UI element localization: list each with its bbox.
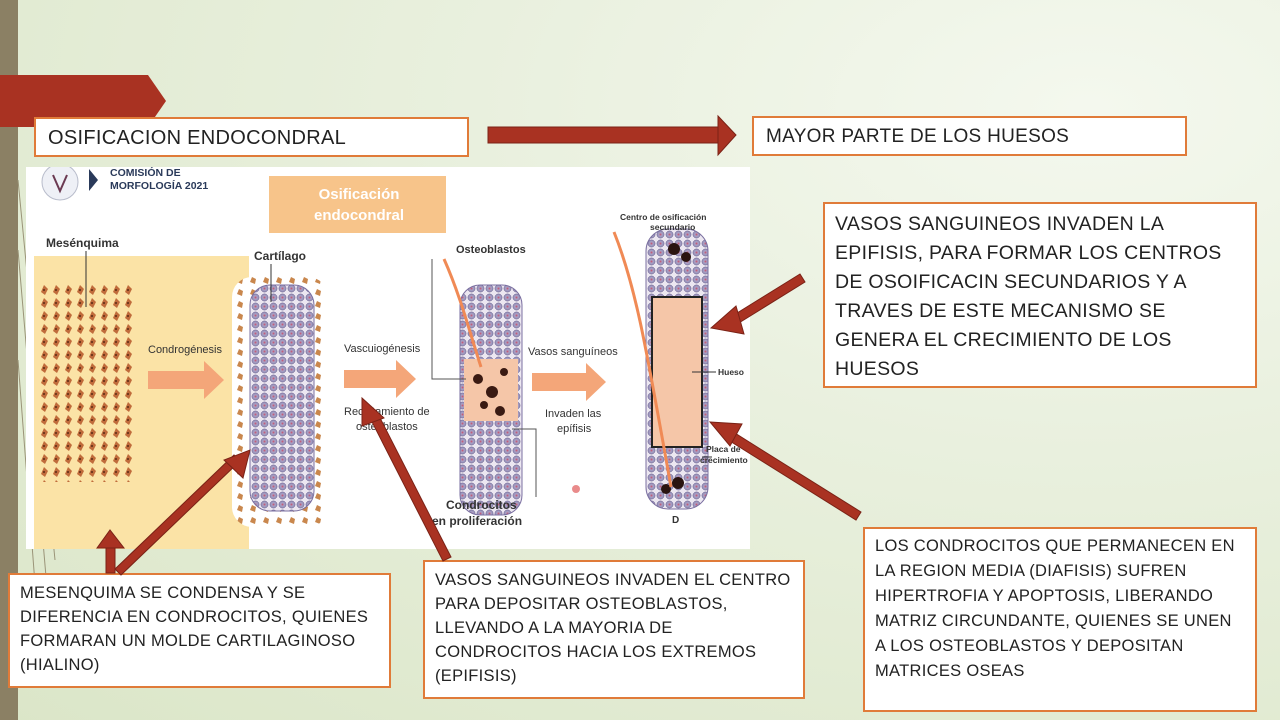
label-hueso: Hueso	[718, 367, 744, 377]
left-decor-strip	[0, 0, 18, 720]
label-invaden-2: epífisis	[557, 423, 592, 435]
mesenquima-text: MESENQUIMA SE CONDENSA Y SE DIFERENCIA E…	[20, 584, 369, 674]
label-osteoblastos: Osteoblastos	[456, 244, 526, 256]
figure-heading-line1: Osificación	[319, 186, 400, 203]
figure-heading-line2: endocondral	[314, 207, 404, 224]
arrow-vasos	[532, 363, 606, 401]
slide-title: OSIFICACION ENDOCONDRAL	[48, 127, 347, 149]
label-condrogenesis: Condrogénesis	[148, 344, 222, 356]
result-text: MAYOR PARTE DE LOS HUESOS	[766, 126, 1070, 147]
condrocitos-box: LOS CONDROCITOS QUE PERMANECEN EN LA REG…	[863, 527, 1257, 712]
title-tab-shape	[0, 75, 166, 127]
label-reclutamiento-2: osteoblastos	[356, 421, 418, 433]
label-vasculogenesis: Vascuiogénesis	[344, 343, 421, 355]
vasos-epifisis-text: VASOS SANGUINEOS INVADEN LA EPIFISIS, PA…	[835, 213, 1222, 380]
label-invaden-1: Invaden las	[545, 408, 602, 420]
logo-line1: COMISIÓN DE	[110, 167, 181, 179]
pointer-dot	[572, 485, 580, 493]
figure-heading-bg	[269, 176, 446, 233]
label-vasos: Vasos sanguíneos	[528, 346, 618, 358]
label-d: D	[672, 515, 679, 526]
condrocitos-text: LOS CONDROCITOS QUE PERMANECEN EN LA REG…	[875, 537, 1235, 680]
label-centro-2: secundario	[650, 222, 695, 232]
mesenchyme-cells	[40, 282, 132, 482]
arrow-vasculogenesis	[344, 360, 416, 398]
logo: COMISIÓN DE MORFOLOGÍA 2021	[41, 167, 208, 201]
label-centro-1: Centro de osificación	[620, 212, 706, 222]
label-condrocitos-2: en proliferación	[432, 514, 522, 528]
vasos-epifisis-box: VASOS SANGUINEOS INVADEN LA EPIFISIS, PA…	[823, 202, 1257, 388]
figure-svg: COMISIÓN DE MORFOLOGÍA 2021 Osificación …	[34, 167, 748, 549]
arrow-condrogenesis	[148, 361, 224, 399]
result-box: MAYOR PARTE DE LOS HUESOS	[752, 116, 1187, 156]
title-box: OSIFICACION ENDOCONDRAL	[34, 117, 469, 157]
ossification-figure: COMISIÓN DE MORFOLOGÍA 2021 Osificación …	[26, 167, 750, 549]
mesenquima-box: MESENQUIMA SE CONDENSA Y SE DIFERENCIA E…	[8, 573, 391, 688]
label-mesenquima: Mesénquima	[46, 236, 119, 250]
label-reclutamiento-1: Reclutamiento de	[344, 406, 430, 418]
cartilage-model	[249, 284, 315, 512]
logo-line2: MORFOLOGÍA 2021	[110, 179, 208, 192]
label-placa-1: Placa de	[706, 444, 741, 454]
vasos-centro-box: VASOS SANGUINEOS INVADEN EL CENTRO PARA …	[423, 560, 805, 699]
vasos-centro-text: VASOS SANGUINEOS INVADEN EL CENTRO PARA …	[435, 571, 791, 685]
label-condrocitos-1: Condrocitos	[446, 498, 517, 512]
label-cartilago: Cartílago	[254, 249, 306, 263]
label-placa-2: crecimiento	[700, 455, 748, 465]
